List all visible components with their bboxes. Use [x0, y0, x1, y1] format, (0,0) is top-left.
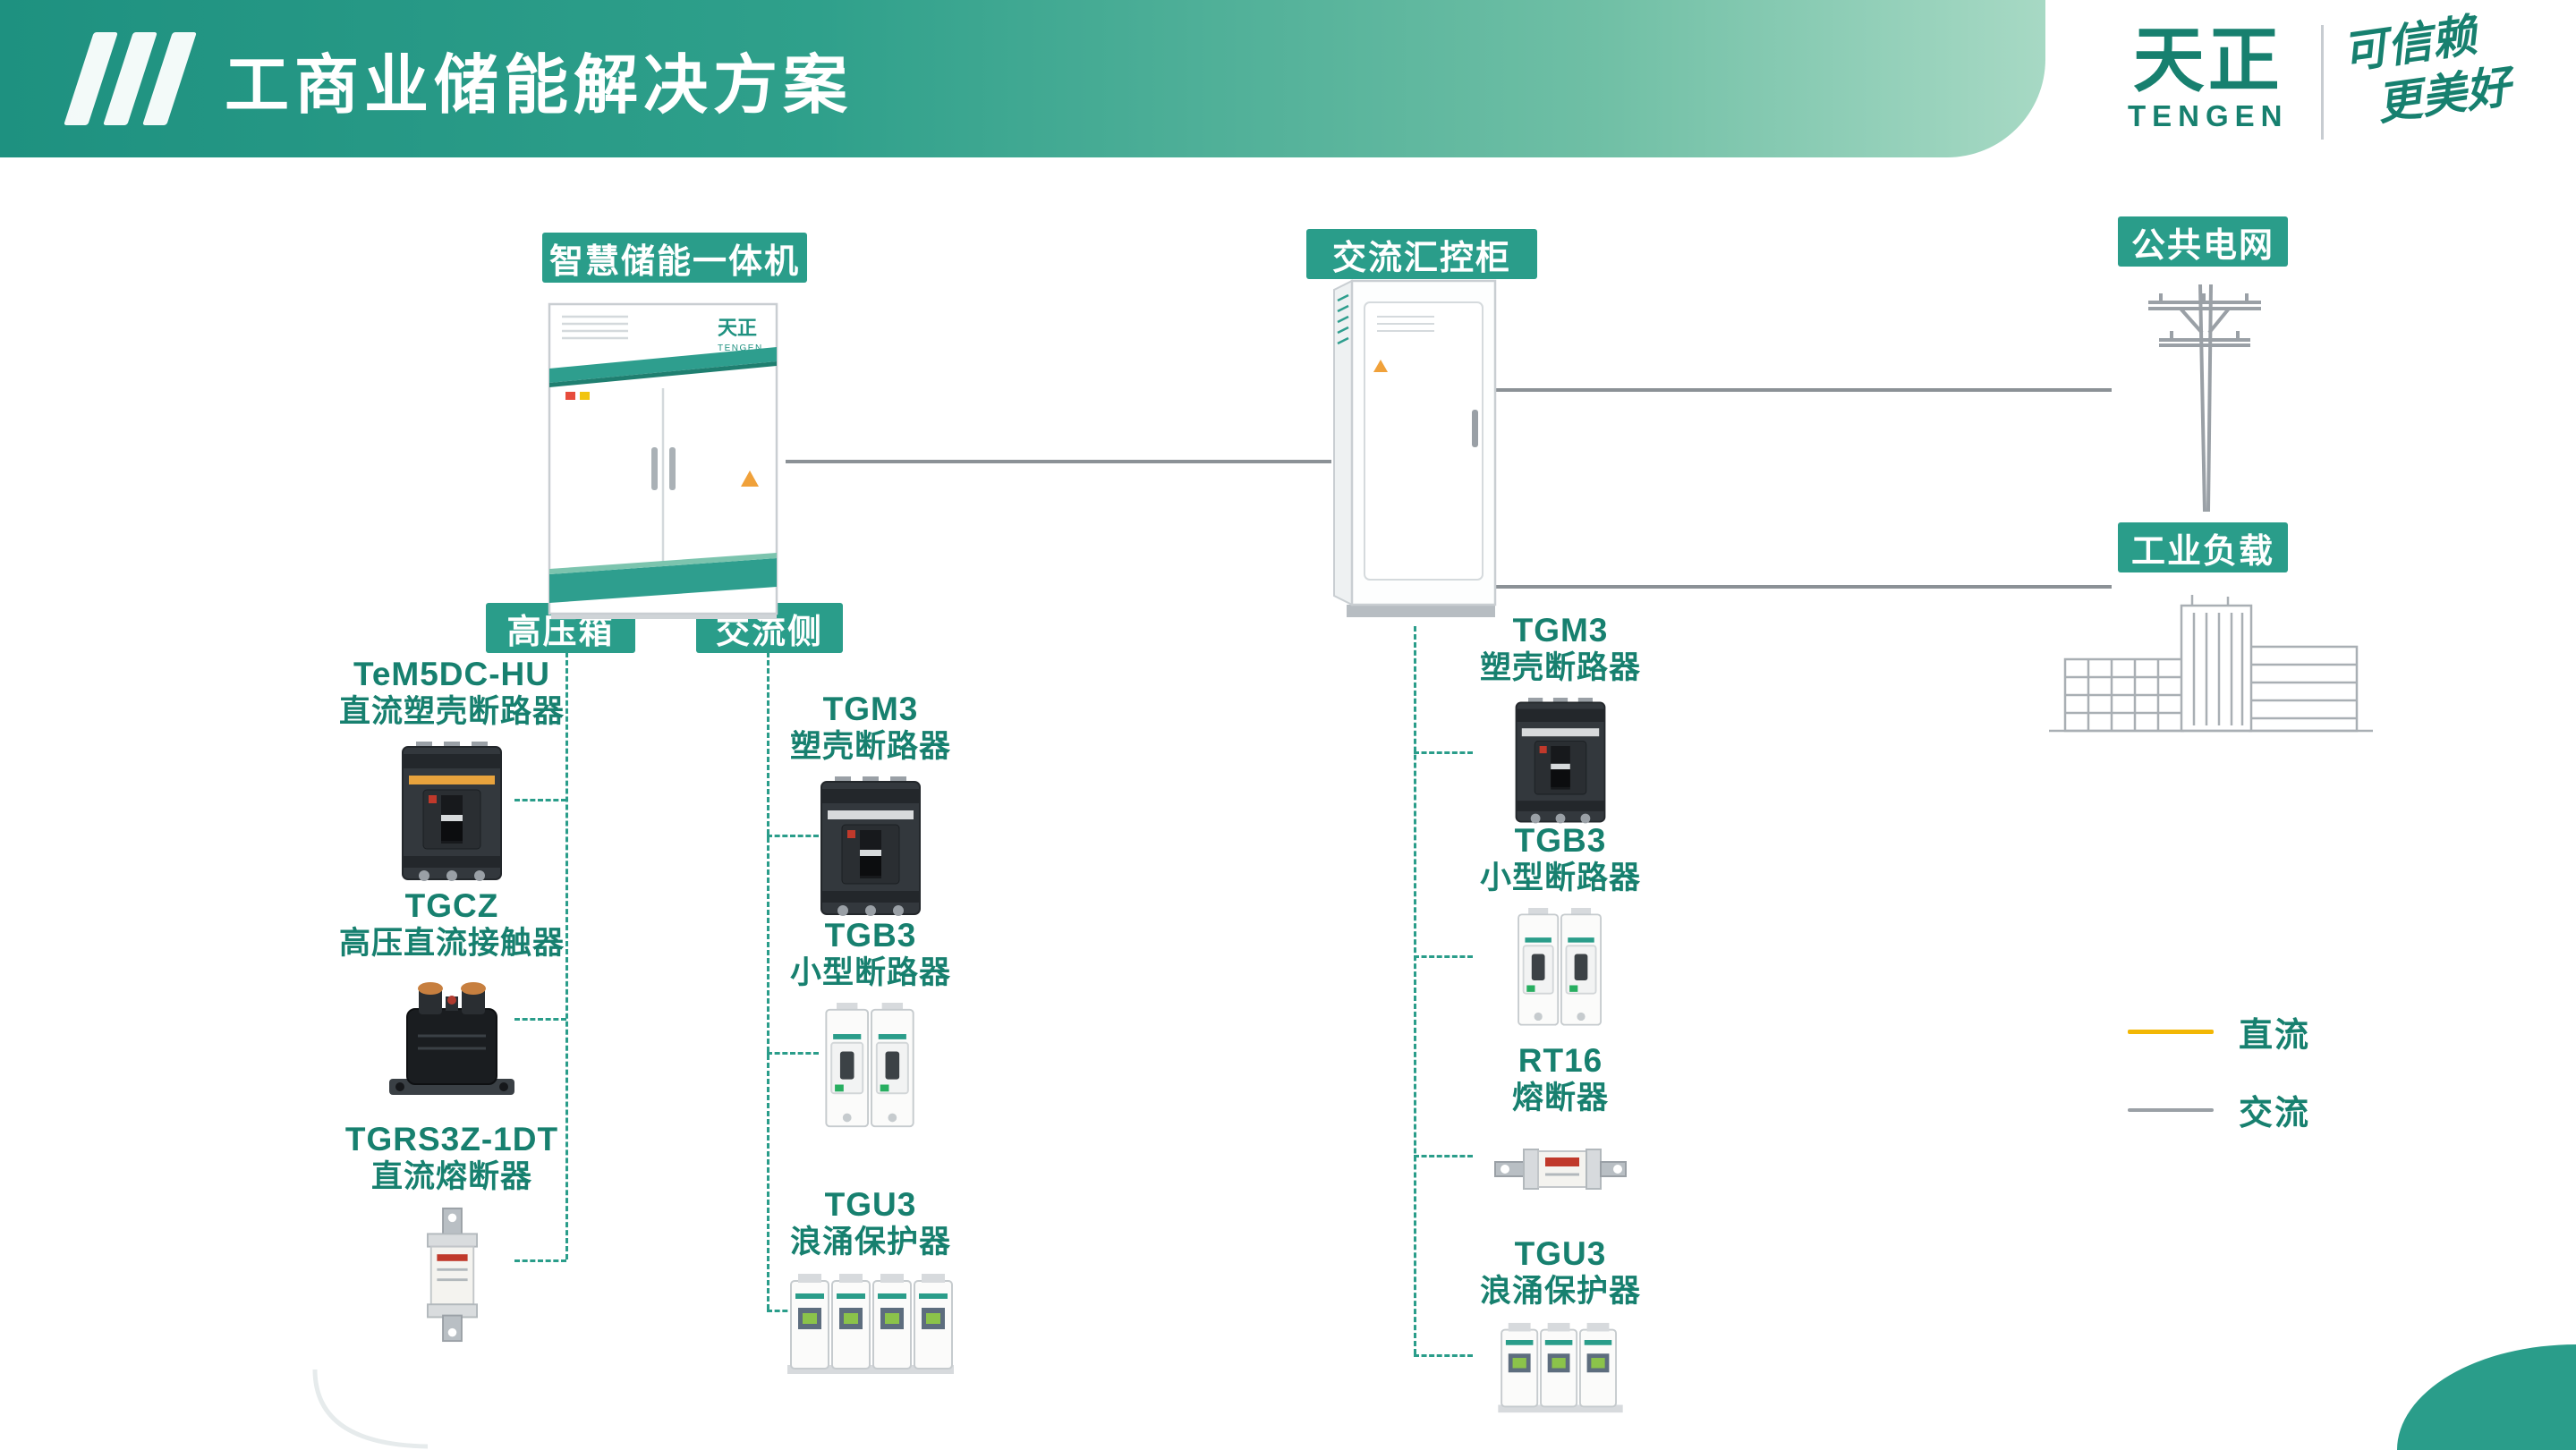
corner-accent-left — [312, 1369, 429, 1449]
product-name: 浪涌保护器 — [1479, 1274, 1641, 1309]
product-name: 小型断路器 — [789, 955, 951, 990]
ac-fuse-image — [1494, 1149, 1627, 1190]
logo-divider — [2321, 25, 2324, 140]
connector-ac-cabinet-to-grid — [1496, 388, 2112, 392]
header-bar: 工商业储能解决方案 — [0, 0, 2045, 157]
cabinet-brand-zh: 天正 — [718, 317, 757, 339]
product-model: TGRS3Z-1DT — [344, 1121, 559, 1157]
product-model: RT16 — [1518, 1042, 1603, 1079]
product-tgu3-acside: TGU3 浪涌保护器 — [736, 1185, 1005, 1378]
factory-building-image — [2049, 595, 2373, 733]
dash-stub-accab-2 — [1414, 955, 1473, 958]
connector-storage-to-ac-cabinet — [786, 460, 1331, 463]
dash-stub-acside-1 — [767, 835, 819, 837]
product-model: TGCZ — [404, 887, 499, 924]
brand-slogan: 可信赖 更美好 — [2339, 4, 2514, 136]
dash-stub-hv-1 — [514, 799, 566, 801]
surge-protector-image — [787, 1274, 954, 1374]
product-name: 直流塑壳断路器 — [338, 694, 565, 729]
dash-stub-accab-1 — [1414, 751, 1473, 754]
dash-stub-accab-3 — [1414, 1155, 1473, 1157]
logo-en: TENGEN — [2128, 99, 2289, 132]
dash-line-accab-column — [1414, 626, 1416, 1354]
product-tgm3-acside: TGM3 塑壳断路器 — [736, 690, 1005, 920]
product-model: TeM5DC-HU — [353, 656, 551, 692]
label-industrial-load: 工业负载 — [2118, 522, 2288, 572]
product-name: 塑壳断路器 — [789, 729, 951, 764]
product-tgrs3z-1dt: TGRS3Z-1DT 直流熔断器 — [318, 1120, 586, 1343]
logo-zh: 天正 — [2132, 21, 2283, 100]
cabinet-brand-en: TENGEN — [718, 343, 763, 353]
label-public-grid: 公共电网 — [2118, 216, 2288, 267]
product-tgb3-acside: TGB3 小型断路器 — [736, 916, 1005, 1133]
product-name: 高压直流接触器 — [338, 926, 565, 961]
ac-cabinet-image — [1333, 279, 1497, 617]
legend-dc-line — [2128, 1030, 2214, 1034]
label-smart-storage: 智慧储能一体机 — [542, 233, 807, 283]
legend-dc: 直流 — [2128, 1007, 2310, 1056]
legend-ac-label: 交流 — [2239, 1095, 2311, 1132]
dc-fuse-image — [426, 1207, 478, 1343]
product-model: TGB3 — [1514, 822, 1607, 859]
product-tem5dc-hu: TeM5DC-HU 直流塑壳断路器 — [318, 655, 586, 885]
legend-ac-line — [2128, 1107, 2214, 1112]
dash-stub-hv-3 — [514, 1259, 566, 1262]
utility-pole-image — [2148, 284, 2261, 513]
product-name: 小型断路器 — [1479, 861, 1641, 895]
tengen-logo: 天正 TENGEN — [2128, 23, 2289, 134]
label-ac-cabinet: 交流汇控柜 — [1306, 229, 1537, 279]
surge-protector-image — [1498, 1322, 1623, 1413]
product-model: TGM3 — [822, 691, 919, 727]
product-model: TGM3 — [1512, 612, 1609, 649]
product-name: 塑壳断路器 — [1479, 650, 1641, 685]
product-tgm3-accab: TGM3 塑壳断路器 — [1426, 611, 1695, 827]
storage-cabinet-image: 天正 TENGEN — [548, 302, 778, 619]
corner-accent-right — [2397, 1344, 2576, 1450]
header-stripes-icon — [64, 32, 197, 125]
dash-stub-accab-4 — [1414, 1354, 1473, 1357]
mccb-breaker-image — [1515, 698, 1606, 824]
mccb-dc-breaker-image — [402, 742, 502, 881]
dash-line-hv-column — [565, 652, 568, 1259]
dash-stub-hv-2 — [514, 1018, 566, 1021]
product-model: TGU3 — [824, 1186, 917, 1223]
dc-contactor-image — [389, 982, 514, 1095]
product-name: 熔断器 — [1511, 1081, 1609, 1115]
product-name: 直流熔断器 — [370, 1159, 532, 1194]
product-model: TGU3 — [1514, 1235, 1607, 1272]
product-tgcz: TGCZ 高压直流接触器 — [318, 886, 586, 1103]
product-model: TGB3 — [824, 917, 917, 954]
dash-stub-acside-2 — [767, 1052, 819, 1055]
mini-breaker-image — [1518, 908, 1602, 1026]
connector-ac-cabinet-to-load — [1496, 585, 2112, 589]
product-tgu3-accab: TGU3 浪涌保护器 — [1426, 1234, 1695, 1415]
dash-line-acside-column — [767, 652, 769, 1310]
product-rt16: RT16 熔断器 — [1426, 1041, 1695, 1208]
legend-dc-label: 直流 — [2239, 1017, 2311, 1055]
page-title: 工商业储能解决方案 — [225, 49, 854, 122]
product-tgb3-accab: TGB3 小型断路器 — [1426, 821, 1695, 1031]
mccb-breaker-image — [820, 776, 921, 916]
legend-ac: 交流 — [2128, 1085, 2310, 1134]
mini-breaker-image — [825, 1003, 914, 1128]
product-name: 浪涌保护器 — [789, 1225, 951, 1259]
